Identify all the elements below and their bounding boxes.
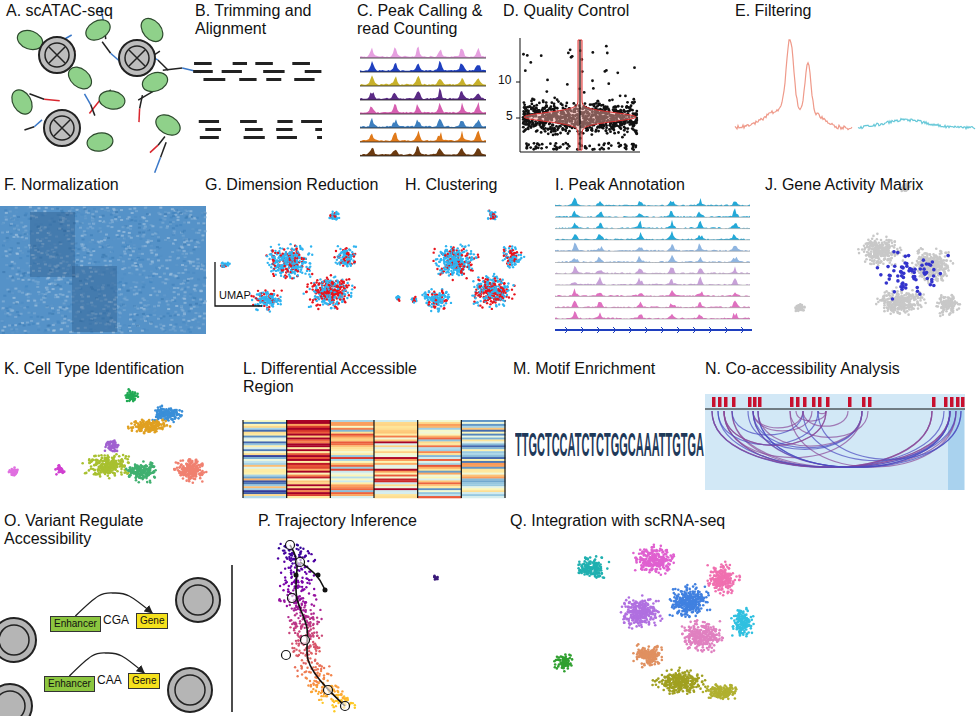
figure: A. scATAC-seqB. Trimming and AlignmentC.… <box>0 0 980 716</box>
